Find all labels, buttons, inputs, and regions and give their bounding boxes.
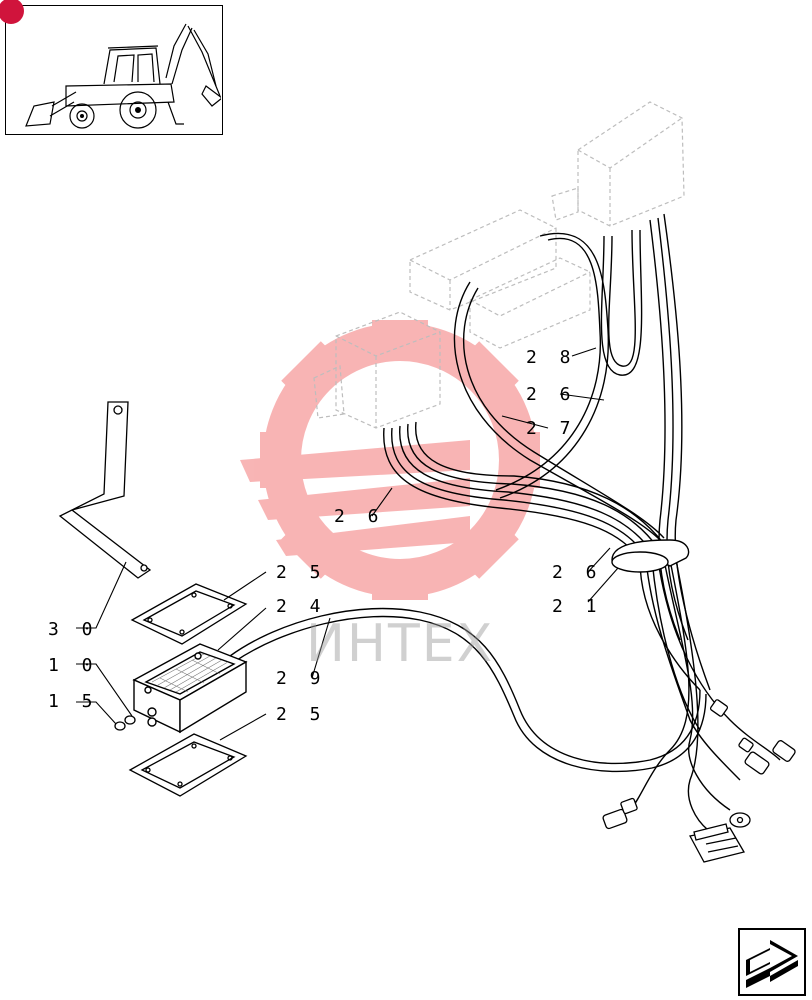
gasket-bottom [128, 733, 248, 797]
next-page-arrow-icon [746, 940, 798, 988]
backhoe-loader-icon [25, 23, 223, 129]
callout-24: 2 4 [276, 596, 327, 617]
wire-connectors [602, 699, 796, 863]
callout-26-middle: 2 6 [334, 506, 385, 527]
callout-21: 2 1 [552, 596, 603, 617]
next-page-button[interactable] [738, 928, 806, 996]
gasket-top [130, 583, 248, 645]
page-badge [0, 0, 24, 24]
callout-30: 3 0 [48, 619, 99, 640]
callout-29: 2 9 [276, 668, 327, 689]
callout-26-upper: 2 6 [526, 384, 577, 405]
washers [114, 715, 136, 731]
callout-25-top: 2 5 [276, 562, 327, 583]
machine-thumbnail[interactable] [0, 0, 223, 135]
callout-27: 2 7 [526, 418, 577, 439]
watermark-text: ИНТЕХ [306, 614, 495, 674]
fuse-block-ghost [313, 101, 685, 429]
callout-10: 1 0 [48, 655, 99, 676]
cable-clamp [611, 539, 690, 573]
leader-lines [76, 347, 619, 741]
callout-25-bottom: 2 5 [276, 704, 327, 725]
control-box [132, 643, 248, 734]
callout-15: 1 5 [48, 691, 99, 712]
gear-logo-icon [240, 320, 540, 600]
callout-28: 2 8 [526, 347, 577, 368]
callout-26-lower: 2 6 [552, 562, 603, 583]
ground-strap [58, 401, 152, 579]
